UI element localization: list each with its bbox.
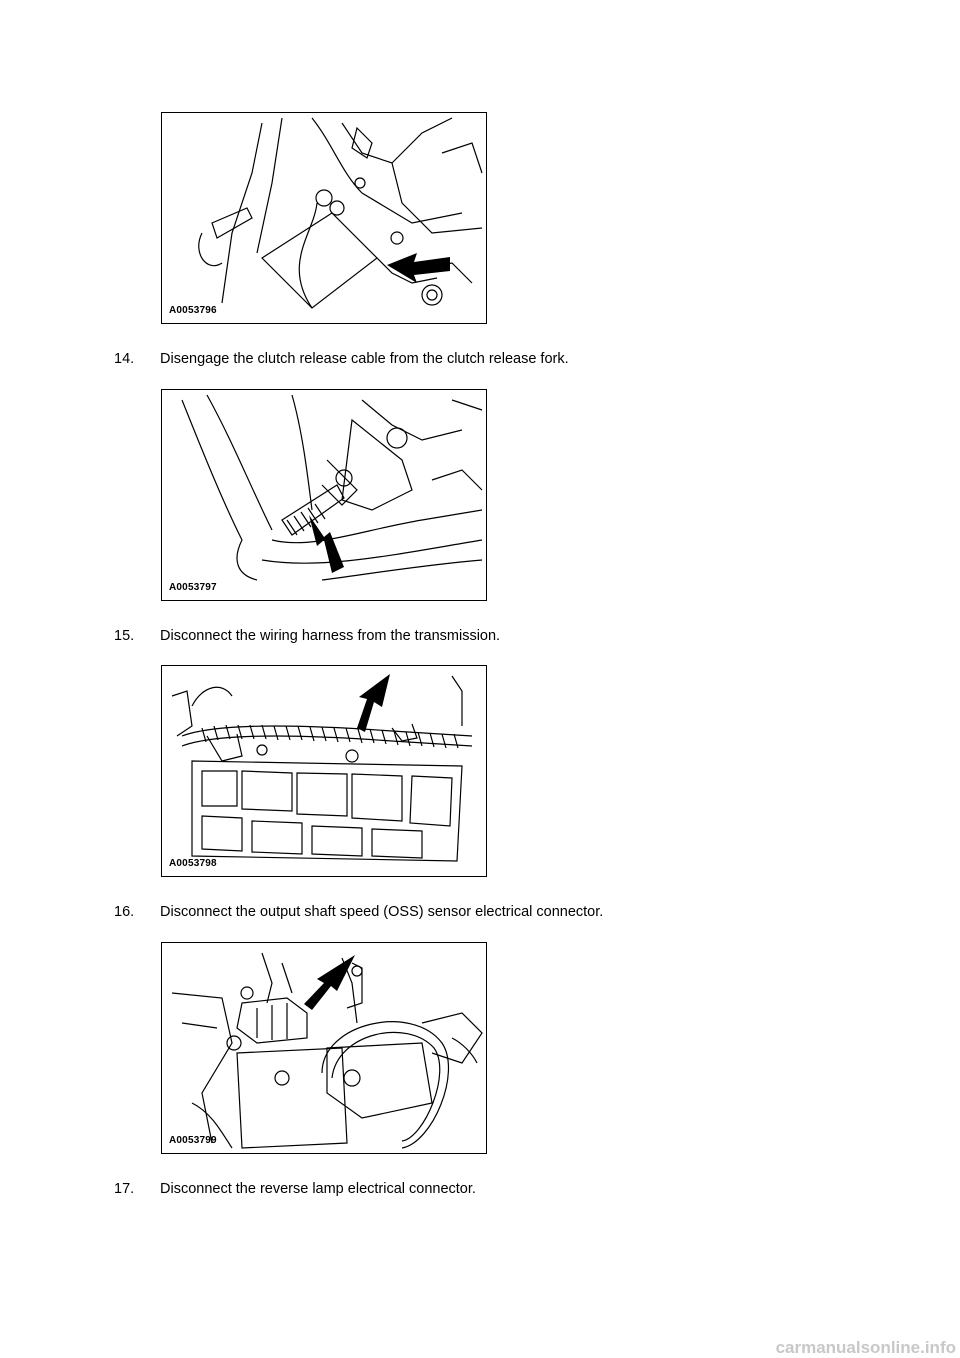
watermark: carmanualsonline.info [775, 1338, 956, 1357]
illustration-clutch-release-fork [181, 394, 483, 581]
step-text: Disconnect the wiring harness from the t… [160, 628, 501, 644]
figure-a0053797: A0053797 [161, 389, 487, 601]
illustration-wiring-harness [171, 674, 473, 862]
figure-code: A0053796 [169, 305, 217, 316]
step-number: 17. [114, 1181, 135, 1197]
illustration-oss-sensor-connector [171, 952, 483, 1149]
step-15: 15. Disconnect the wiring harness from th… [114, 627, 500, 645]
step-number: 14. [114, 351, 135, 367]
step-text: Disengage the clutch release cable from … [160, 351, 569, 367]
step-14: 14. Disengage the clutch release cable fr… [114, 350, 569, 368]
figure-a0053796: A0053796 [161, 112, 487, 324]
figure-code: A0053797 [169, 582, 217, 593]
figure-code: A0053799 [169, 1135, 217, 1146]
step-number: 15. [114, 628, 135, 644]
step-17: 17. Disconnect the reverse lamp electrica… [114, 1180, 476, 1198]
step-text: Disconnect the output shaft speed (OSS) … [160, 904, 604, 920]
figure-code: A0053798 [169, 858, 217, 869]
figure-a0053798: A0053798 [161, 665, 487, 877]
step-16: 16. Disconnect the output shaft speed (OS… [114, 903, 603, 921]
step-text: Disconnect the reverse lamp electrical c… [160, 1181, 476, 1197]
step-number: 16. [114, 904, 135, 920]
illustration-transmission-mount [198, 117, 483, 309]
figure-a0053799: A0053799 [161, 942, 487, 1154]
